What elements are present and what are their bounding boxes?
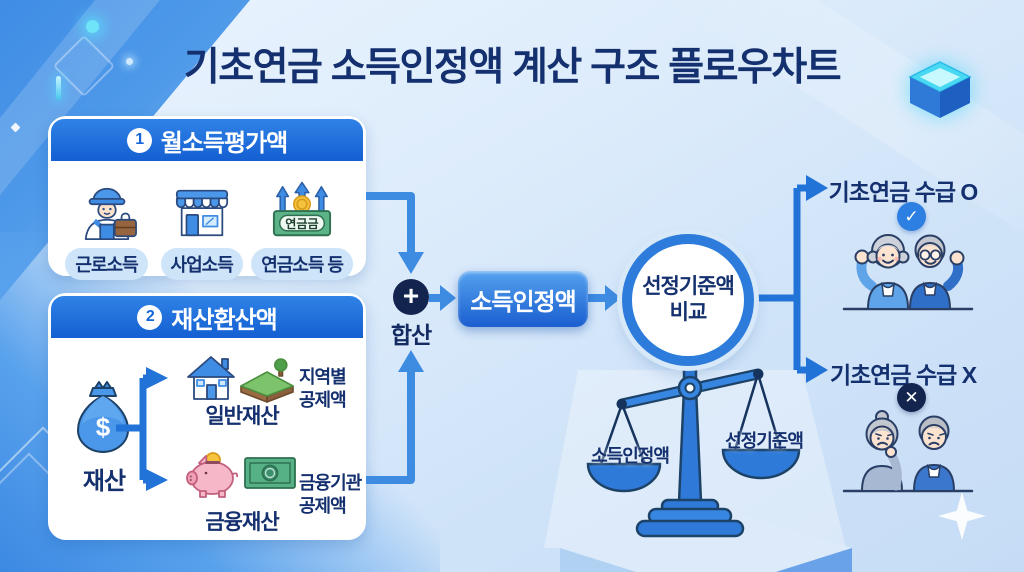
- income-item-pension: 연금금 연금소득 등: [251, 171, 353, 280]
- store-icon: [171, 171, 233, 243]
- asset-row-label: 금융재산: [205, 511, 279, 534]
- monthly-income-header-label: 월소득평가액: [160, 129, 288, 157]
- glow-streak: [56, 76, 61, 100]
- sum-label: 합산: [390, 322, 432, 348]
- dollar-symbol: $: [96, 412, 111, 442]
- scale-right-label: 선정기준액: [725, 431, 804, 451]
- sad-senior-couple-illustration: [842, 410, 974, 493]
- asset-conversion-box: 2 재산환산액 $ 재산: [48, 293, 366, 540]
- money-bag-icon: $: [77, 381, 129, 453]
- land-icon: [240, 358, 294, 403]
- asset-row-label: 일반재산: [205, 405, 279, 428]
- monthly-income-box: 1 월소득평가액: [48, 116, 366, 280]
- piggy-bank-icon: [186, 452, 239, 498]
- income-item-label: 사업소득: [160, 248, 243, 280]
- pedestal-platform: [560, 500, 852, 572]
- worker-icon: [76, 171, 138, 243]
- happy-senior-couple-illustration: [842, 234, 974, 311]
- comparison-node: 선정기준액 비교: [622, 234, 754, 366]
- asset-conversion-header-label: 재산환산액: [171, 306, 277, 334]
- income-recognition-node: 소득인정액: [458, 271, 588, 327]
- isometric-cube-icon: [908, 61, 972, 118]
- cash-bill-icon: [244, 457, 296, 489]
- sum-plus-node: +: [393, 279, 429, 315]
- income-item-labor: 근로소득: [61, 171, 152, 280]
- glow-dot: [86, 20, 99, 33]
- deduction-note: 금융기관 공제액: [299, 473, 362, 517]
- check-badge-icon: ✓: [897, 202, 926, 231]
- income-item-label: 근로소득: [65, 248, 148, 280]
- pension-bill-icon: 연금금: [270, 171, 334, 243]
- outcome-eligible-title: 기초연금 수급 O: [828, 179, 979, 205]
- bill-text: 연금금: [285, 216, 318, 231]
- x-badge-icon: ✕: [897, 383, 926, 412]
- house-icon: [187, 356, 235, 400]
- income-item-business: 사업소득: [156, 171, 247, 280]
- deduction-note: 지역별 공제액: [299, 367, 347, 411]
- sparkle-icon: [938, 492, 986, 540]
- asset-source-label: 재산: [82, 468, 126, 495]
- glow-dot: [126, 58, 133, 65]
- income-item-label: 연금소득 등: [251, 248, 353, 280]
- asset-conversion-header: 2 재산환산액: [51, 296, 363, 338]
- number-badge: 2: [137, 304, 163, 330]
- outcome-not-eligible-title: 기초연금 수급 X: [829, 362, 977, 388]
- number-badge: 1: [126, 127, 152, 153]
- monthly-income-header: 1 월소득평가액: [51, 119, 363, 161]
- scale-left-label: 소득인정액: [591, 446, 670, 466]
- page-title: 기초연금 소득인정액 계산 구조 플로우차트: [183, 46, 842, 89]
